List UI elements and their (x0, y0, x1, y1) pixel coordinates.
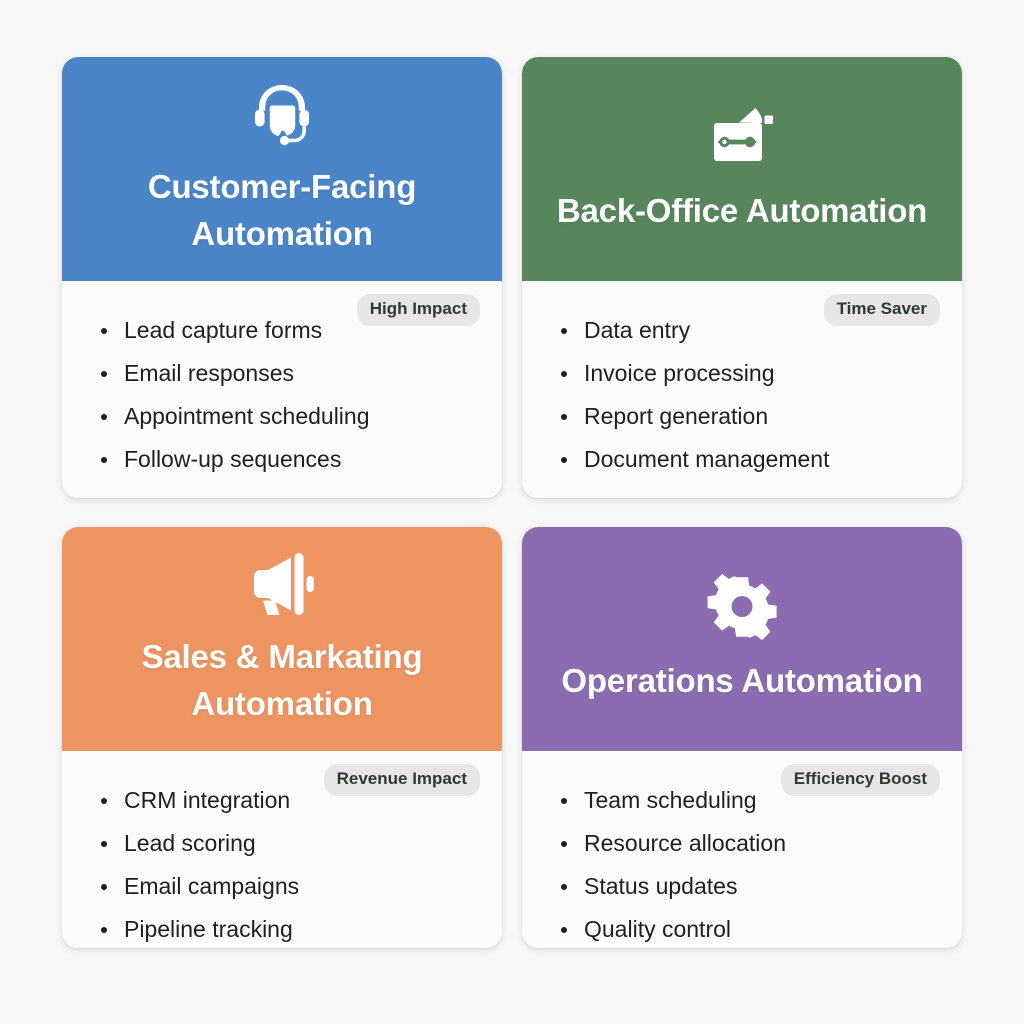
card-customer-facing-automation[interactable]: Customer-Facing Automation High Impact L… (62, 57, 502, 498)
status-badge: Time Saver (823, 294, 940, 326)
card-sales-marketing-automation[interactable]: Sales & Markating Automation Revenue Imp… (62, 527, 502, 948)
feature-list: Data entry Invoice processing Report gen… (548, 319, 936, 471)
card-header: Operations Automation (522, 527, 962, 751)
card-body: High Impact Lead capture forms Email res… (62, 281, 502, 498)
card-header: Customer-Facing Automation (62, 57, 502, 281)
list-item: Document management (548, 448, 936, 471)
card-body: Efficiency Boost Team scheduling Resourc… (522, 751, 962, 948)
list-item: Follow-up sequences (88, 448, 476, 471)
card-header: Back-Office Automation (522, 57, 962, 281)
card-operations-automation[interactable]: Operations Automation Efficiency Boost T… (522, 527, 962, 948)
feature-list: Team scheduling Resource allocation Stat… (548, 789, 936, 941)
card-title: Back-Office Automation (556, 191, 928, 229)
megaphone-icon (246, 548, 318, 620)
card-title: Customer-Facing Automation (147, 168, 417, 252)
card-body: Revenue Impact CRM integration Lead scor… (62, 751, 502, 948)
feature-list: CRM integration Lead scoring Email campa… (88, 789, 476, 941)
list-item: Invoice processing (548, 362, 936, 385)
list-item: Lead capture forms (88, 319, 476, 342)
list-item: Team scheduling (548, 789, 936, 812)
status-badge: Revenue Impact (323, 764, 480, 796)
list-item: Email campaigns (88, 875, 476, 898)
list-item: Resource allocation (548, 832, 936, 855)
list-item: Data entry (548, 319, 936, 342)
list-item: CRM integration (88, 789, 476, 812)
card-back-office-automation[interactable]: Back-Office Automation Time Saver Data e… (522, 57, 962, 498)
headset-icon (246, 78, 318, 150)
gear-icon (706, 572, 778, 644)
list-item: Status updates (548, 875, 936, 898)
list-item: Report generation (548, 405, 936, 428)
card-body: Time Saver Data entry Invoice processing… (522, 281, 962, 498)
list-item: Pipeline tracking (88, 918, 476, 941)
feature-list: Lead capture forms Email responses Appoi… (88, 319, 476, 471)
automation-category-grid: Customer-Facing Automation High Impact L… (62, 57, 962, 948)
card-title: Operations Automation (561, 661, 923, 699)
status-badge: Efficiency Boost (780, 764, 940, 796)
file-tray-icon (706, 102, 778, 174)
list-item: Appointment scheduling (88, 405, 476, 428)
list-item: Quality control (548, 918, 936, 941)
list-item: Email responses (88, 362, 476, 385)
card-title: Sales & Markating Automation (141, 638, 423, 722)
status-badge: High Impact (356, 294, 480, 326)
list-item: Lead scoring (88, 832, 476, 855)
card-header: Sales & Markating Automation (62, 527, 502, 751)
